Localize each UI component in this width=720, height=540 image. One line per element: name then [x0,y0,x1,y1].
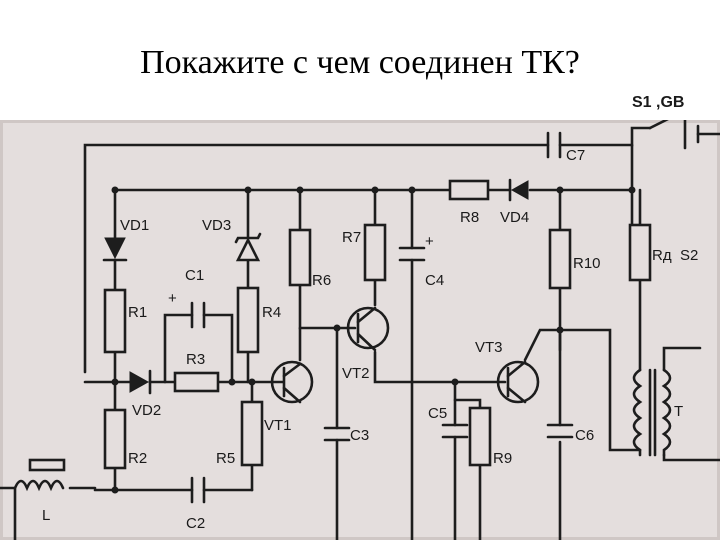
wire-top-rail [83,143,550,374]
resistor-r9 [468,406,492,467]
label-c1: C1 [185,267,204,284]
label-r1: R1 [128,304,147,321]
label-vd4: VD4 [500,209,529,226]
label-vt2: VT2 [342,365,370,382]
label-r4: R4 [262,304,281,321]
label-c7: C7 [566,147,585,164]
label-c3: C3 [350,427,369,444]
label-vd2: VD2 [132,402,161,419]
label-s1-gb: S1 ,GB [632,94,685,111]
wire-c1-loop-left [163,313,194,384]
resistor-r3 [173,371,220,393]
label-r5: R5 [216,450,235,467]
label-c6: C6 [575,427,594,444]
capacitor-c1 [190,301,206,329]
wire-r9-top [453,398,482,410]
circuit-schematic-photo: VD1 VD3 C1 + R1 R4 R3 VD2 R2 R5 VT1 R6 R… [0,120,720,540]
resistor-r8 [448,179,490,201]
diode-vd1 [102,237,128,262]
diode-vd2 [129,369,152,395]
label-s2: S2 [680,247,698,264]
resistor-r6 [288,228,312,287]
label-c5: C5 [428,405,447,422]
wire-t-right [662,346,702,372]
inductor-l [13,458,66,492]
resistor-r7 [363,223,387,282]
capacitor-c7 [546,131,562,159]
resistor-rd [628,223,652,282]
label-plus-c1: + [168,290,177,307]
wire-c7-right [558,126,652,147]
wire-vt3-collector [523,328,562,362]
label-vt1: VT1 [264,417,292,434]
transistor-vt3 [496,360,540,404]
capacitor-c3 [323,426,351,442]
resistor-r4 [236,286,260,354]
label-t: T [674,403,683,420]
wire-vt2-vt3 [373,350,507,384]
resistor-r5 [240,400,264,467]
capacitor-c2 [190,476,206,504]
circuit-schematic: VD1 VD3 C1 + R1 R4 R3 VD2 R2 R5 VT1 R6 R… [0,120,720,540]
diode-vd3 [234,232,262,262]
capacitor-c4 [398,246,426,262]
diode-vd4 [508,178,529,202]
label-l: L [42,507,50,524]
capacitor-c6 [546,423,574,439]
label-c4: C4 [425,272,444,289]
label-vd3: VD3 [202,217,231,234]
capacitor-c5 [441,423,469,439]
label-vt3: VT3 [475,339,503,356]
label-r3: R3 [186,351,205,368]
label-r10: R10 [573,255,601,272]
slide-title: Покажите с чем соединен ТК? [140,44,580,81]
label-c2: C2 [186,515,205,532]
wire-vt3-out [558,328,642,452]
label-r8: R8 [460,209,479,226]
wire-t-bottom [662,453,720,462]
wire-c1-loop-right [202,313,234,384]
label-r7: R7 [342,229,361,246]
resistor-r1 [103,288,127,354]
label-r2: R2 [128,450,147,467]
transistor-vt1 [270,360,314,404]
label-r9: R9 [493,450,512,467]
label-plus-c4: + [425,233,434,250]
transformer-t [632,368,672,457]
switch-s1-battery-gb [648,120,720,150]
label-rd: Rд [652,247,672,264]
transistor-vt2 [346,306,390,352]
label-r6: R6 [312,272,331,289]
label-vd1: VD1 [120,217,149,234]
junctions [111,186,636,494]
resistor-r2 [103,408,127,470]
resistor-r10 [548,228,572,290]
